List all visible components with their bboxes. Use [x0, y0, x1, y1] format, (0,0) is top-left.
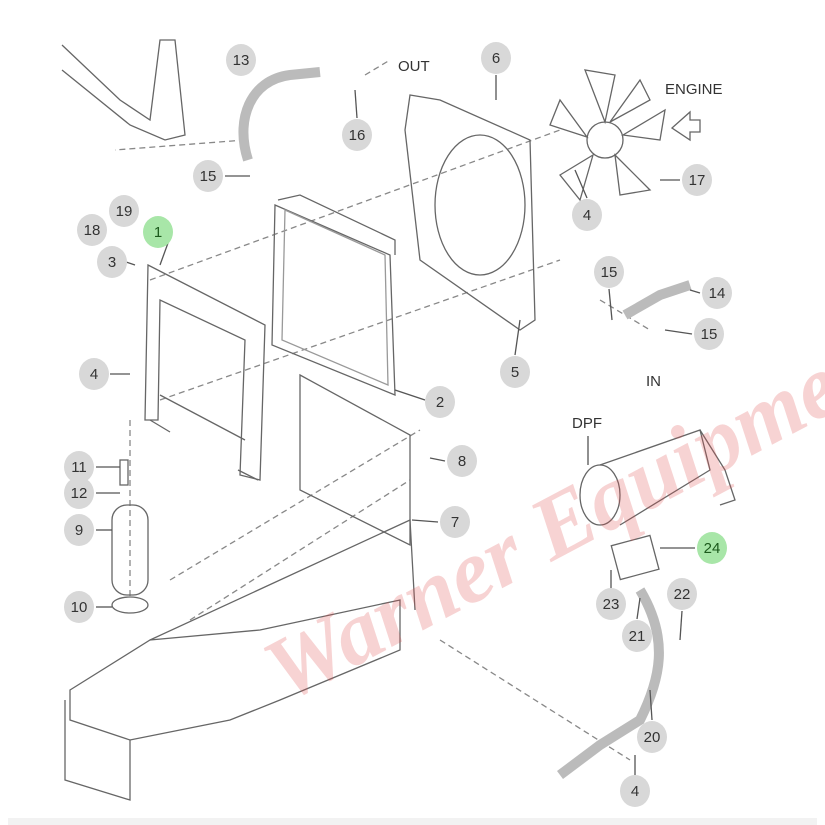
engine-arrow	[670, 110, 701, 142]
radiator-frame	[144, 263, 266, 481]
callout-15[interactable]: 15	[193, 160, 223, 192]
radiator	[271, 194, 396, 396]
upper-hose	[238, 67, 321, 162]
dpf-assembly	[579, 429, 736, 581]
label-engine: ENGINE	[665, 81, 723, 98]
footer-bar	[8, 818, 817, 825]
callout-5[interactable]: 5	[500, 356, 530, 388]
callout-22[interactable]: 22	[667, 578, 697, 610]
leader-lines	[96, 75, 701, 775]
callout-16[interactable]: 16	[342, 119, 372, 151]
callout-24[interactable]: 24	[697, 532, 727, 564]
callout-19[interactable]: 19	[109, 195, 139, 227]
fan-shroud	[404, 94, 536, 331]
callout-4[interactable]: 4	[620, 775, 650, 807]
callout-7[interactable]: 7	[440, 506, 470, 538]
callout-21[interactable]: 21	[622, 620, 652, 652]
callout-20[interactable]: 20	[637, 721, 667, 753]
callout-18[interactable]: 18	[77, 214, 107, 246]
fan	[549, 69, 666, 202]
shroud-part	[61, 39, 186, 141]
callout-4[interactable]: 4	[79, 358, 109, 390]
coolant-bottle	[111, 504, 149, 596]
callout-10[interactable]: 10	[64, 591, 94, 623]
callout-12[interactable]: 12	[64, 477, 94, 509]
callout-1[interactable]: 1	[143, 216, 173, 248]
callout-23[interactable]: 23	[596, 588, 626, 620]
callout-15[interactable]: 15	[694, 318, 724, 350]
callout-2[interactable]: 2	[425, 386, 455, 418]
label-dpf: DPF	[572, 415, 602, 432]
callout-14[interactable]: 14	[702, 277, 732, 309]
callout-4[interactable]: 4	[572, 199, 602, 231]
callout-8[interactable]: 8	[447, 445, 477, 477]
guide-lines	[114, 59, 651, 761]
callout-6[interactable]: 6	[481, 42, 511, 74]
base-plate	[69, 599, 401, 741]
callout-3[interactable]: 3	[97, 246, 127, 278]
exhaust-pipe	[557, 587, 664, 779]
label-out: OUT	[398, 58, 430, 75]
callout-13[interactable]: 13	[226, 44, 256, 76]
label-in: IN	[646, 373, 661, 390]
callout-9[interactable]: 9	[64, 514, 94, 546]
callout-15[interactable]: 15	[594, 256, 624, 288]
lower-hose	[622, 280, 692, 320]
callout-17[interactable]: 17	[682, 164, 712, 196]
screen-panel	[299, 373, 411, 547]
